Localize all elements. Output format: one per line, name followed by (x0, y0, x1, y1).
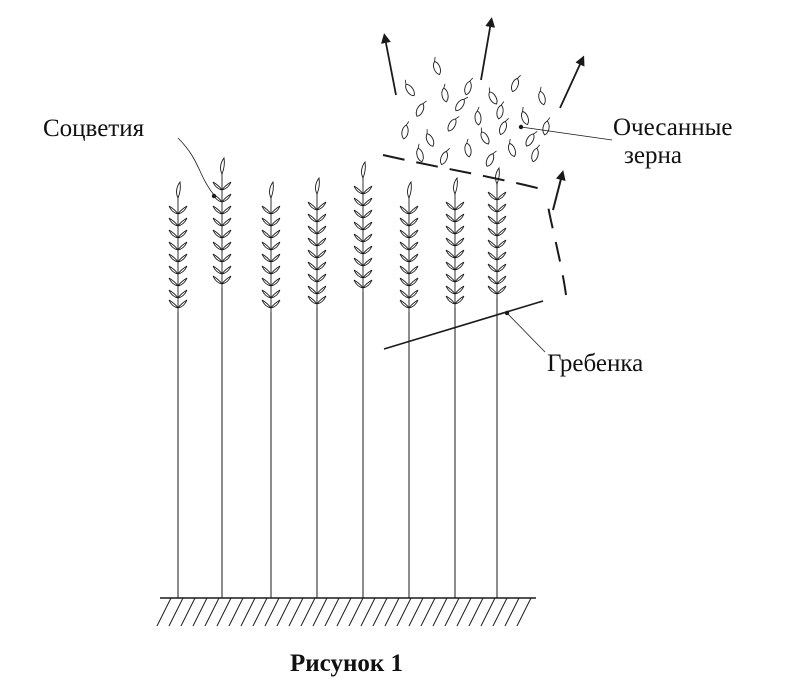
grain-icon (541, 116, 552, 136)
ground-hatch-line (336, 597, 352, 627)
plant-2 (213, 158, 231, 288)
ground-hatch-line (504, 597, 520, 627)
ground-hatch-line (324, 597, 340, 627)
ground-hatch-line (300, 597, 316, 627)
ground-hatch-line (156, 597, 172, 627)
ground-hatch-line (432, 597, 448, 627)
grain-icon (445, 113, 461, 134)
ground-hatch-line (264, 597, 280, 627)
ground-hatch-line (288, 597, 304, 627)
grain-icon (509, 73, 523, 94)
arrow-icon (381, 33, 397, 96)
ground-hatch-line (420, 597, 436, 627)
grain-icon (517, 106, 531, 127)
ground-hatch-line (468, 597, 484, 627)
ground-hatch-line (408, 597, 424, 627)
ground-hatch-line (372, 597, 388, 627)
grain-icon (400, 78, 417, 98)
ground-hatch-line (252, 597, 268, 627)
label-stripped-grains-line1: Очесанные (613, 114, 733, 141)
ground-hatch-line (204, 597, 220, 627)
stripped-grains (400, 56, 552, 169)
grain-icon (438, 146, 452, 167)
plant-5 (354, 162, 372, 292)
ground-hatch-line (348, 597, 364, 627)
label-inflorescences: Соцветия (43, 115, 145, 142)
comb-trajectory-right (547, 205, 567, 296)
plant-6 (400, 182, 418, 312)
ground-hatch-line (516, 597, 532, 627)
ground-hatch-icon (156, 597, 532, 627)
ground-hatch-line (360, 597, 376, 627)
grain-icon (462, 138, 473, 158)
grain-icon (484, 86, 500, 107)
plant-1 (169, 182, 187, 312)
ground (156, 597, 536, 627)
comb-trajectory (382, 154, 546, 191)
grain-icon (453, 93, 470, 113)
grain-icon (483, 148, 498, 169)
grain-icon (462, 76, 475, 96)
plant-3 (262, 182, 280, 312)
ground-hatch-line (276, 597, 292, 627)
stripped-grains-dot (518, 124, 524, 130)
plant-7 (446, 178, 464, 308)
grain-icon (422, 128, 437, 149)
ground-hatch-line (168, 597, 184, 627)
ground-hatch-line (384, 597, 400, 627)
grain-arrows (381, 17, 585, 109)
grain-icon (535, 86, 548, 106)
arrow-icon (480, 17, 496, 81)
comb-arrow-icon (552, 170, 566, 211)
comb-line (383, 300, 544, 350)
plant-4 (308, 178, 326, 308)
label-comb: Гребенка (547, 350, 643, 377)
ground-hatch-line (240, 597, 256, 627)
label-stripped-grains-line2: зерна (624, 142, 682, 169)
grain-icon (504, 138, 518, 159)
ground-hatch-line (216, 597, 232, 627)
ground-hatch-line (228, 597, 244, 627)
ground-hatch-line (492, 597, 508, 627)
ground-hatch-line (444, 597, 460, 627)
stems (177, 288, 498, 598)
grain-icon (400, 120, 411, 140)
grain-icon (413, 98, 428, 119)
grain-icon (476, 126, 492, 147)
ground-hatch-line (456, 597, 472, 627)
ground-hatch-line (192, 597, 208, 627)
grain-icon (429, 56, 443, 77)
ground-hatch-line (396, 597, 412, 627)
plant-8 (488, 168, 506, 298)
grain-icon (497, 116, 511, 137)
inflorescences-leader (177, 137, 215, 196)
grain-icon (413, 143, 426, 163)
arrow-icon (559, 55, 585, 109)
ground-hatch-line (480, 597, 496, 627)
grain-icon (529, 143, 542, 163)
comb-leader (506, 312, 546, 353)
figure-caption: Рисунок 1 (290, 650, 403, 677)
inflorescences-dot (211, 193, 217, 199)
stripped-grains-leader (520, 126, 613, 141)
grain-icon (473, 106, 483, 126)
grain-icon (439, 83, 450, 103)
ground-hatch-line (180, 597, 196, 627)
grain-icon (523, 128, 539, 149)
ground-hatch-line (312, 597, 328, 627)
plants (169, 158, 506, 312)
